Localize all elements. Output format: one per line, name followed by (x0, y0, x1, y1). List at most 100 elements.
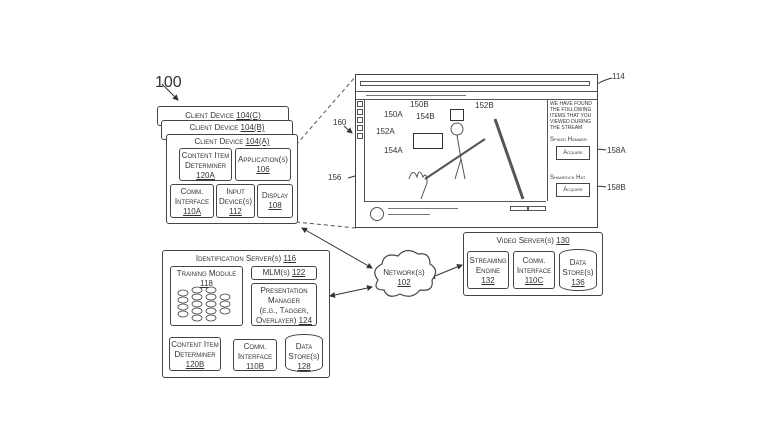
toolbar-button[interactable] (357, 133, 363, 139)
ref-152b: 152B (475, 101, 494, 110)
toolbar-button[interactable] (357, 117, 363, 123)
content-item-determiner-b: Content Item Determiner 120B (169, 337, 221, 371)
toolbar-button[interactable] (357, 101, 363, 107)
data-store-128: Data Store(s) 128 (285, 334, 323, 372)
ref-156: 156 (328, 173, 342, 182)
acquire-button-158b[interactable]: Acquire (556, 183, 590, 197)
toolbar-divider (356, 91, 597, 92)
client-device-b-ref: 104(B) (240, 123, 265, 132)
id-server-ref: 116 (283, 254, 297, 263)
ref: 128 (297, 362, 311, 371)
comm-interface-b: Comm. Interface 110B (233, 339, 277, 371)
ref: 102 (397, 278, 411, 287)
label: Input Device(s) (218, 187, 253, 206)
avatar[interactable] (370, 207, 384, 221)
arrow-160 (343, 125, 353, 134)
arrow-idserver-network (329, 285, 373, 298)
leader-114 (596, 77, 613, 85)
video-area[interactable] (364, 99, 548, 201)
projection-line-top (295, 75, 357, 146)
network-cloud (374, 249, 437, 297)
training-module: Training Module 118 (170, 266, 243, 326)
label: Data Store(s) (562, 258, 594, 277)
projection-line-bottom (295, 221, 357, 229)
acquire-button-158a[interactable]: Acquire (556, 146, 590, 160)
streaming-engine: Streaming Engine 132 (467, 251, 509, 289)
content-item-determiner-a: Content Item Determiner 120A (179, 148, 232, 181)
label: Content Item Determiner (171, 340, 219, 359)
input-devices: Input Device(s) 112 (216, 184, 255, 218)
highlight-box-152b[interactable] (450, 109, 464, 121)
ref: 120A (196, 171, 215, 180)
game-scene (408, 118, 525, 200)
label: Network(s) (383, 268, 425, 277)
ref-158b: 158B (607, 183, 626, 192)
item-name-spiked-hammer: Spiked Hammer (550, 137, 587, 143)
ref-152a: 152A (376, 127, 395, 136)
stream-button[interactable] (528, 206, 546, 211)
arrow-client-network (301, 227, 373, 269)
client-device-a-title: Client Device (194, 137, 244, 146)
toolbar-button[interactable] (357, 109, 363, 115)
client-device-a-ref: 104(A) (245, 137, 270, 146)
client-device-c-ref: 104(C) (236, 111, 261, 120)
ref-114: 114 (612, 72, 625, 81)
address-bar[interactable] (360, 81, 590, 86)
label: MLM(s) (262, 268, 290, 277)
ref: 118 (200, 279, 213, 288)
ref: 106 (256, 165, 270, 174)
label: Application(s) (238, 155, 288, 164)
arrow-network-videoserver (429, 264, 463, 279)
highlight-box-152a[interactable] (413, 133, 443, 149)
network-label: Network(s) 102 (376, 268, 432, 288)
ref: 108 (268, 201, 282, 210)
label: Data Store(s) (288, 342, 320, 361)
ref: 110A (182, 207, 202, 216)
id-server-title: Identification Server(s) (195, 254, 282, 263)
side-panel-message: We have found the following items that y… (550, 101, 592, 131)
client-device-c-title: Client Device (185, 111, 235, 120)
video-server-ref: 130 (556, 236, 570, 245)
ref: 110C (524, 276, 544, 285)
data-store-136: Data Store(s) 136 (559, 249, 597, 291)
presentation-manager: Presentation Manager (e.g., Tagger, Over… (251, 283, 317, 326)
label: Display (261, 191, 289, 200)
sublabel: (e.g., Tagger, (259, 306, 309, 315)
ref-150b: 150B (410, 100, 429, 109)
label: Content Item Determiner (181, 151, 230, 170)
ref: 110B (245, 362, 265, 371)
ref: 132 (481, 276, 495, 285)
content-divider (356, 99, 597, 100)
stream-subtitle-line (388, 214, 430, 215)
neural-network-icon (177, 286, 231, 322)
comm-interface-a: Comm. Interface 110A (170, 184, 214, 218)
stream-button[interactable] (510, 206, 528, 211)
tab-lines (366, 95, 466, 96)
stream-title-line (388, 208, 458, 209)
display: Display 108 (257, 184, 293, 218)
ref-154b: 154B (416, 112, 435, 121)
arrow-100 (161, 83, 179, 101)
stream-info-bar (364, 201, 546, 228)
ref-160: 160 (333, 118, 347, 127)
label: Training Module (176, 269, 237, 278)
client-device-b-title: Client Device (189, 123, 239, 132)
ref: 120B (185, 360, 205, 369)
comm-interface-c: Comm. Interface 110C (513, 251, 555, 289)
figure-ref: 100 (155, 74, 182, 91)
applications: Application(s) 106 (235, 148, 291, 181)
ref-150a: 150A (384, 110, 403, 119)
ref: 122 (291, 268, 306, 277)
screen-window: We have found the following items that y… (355, 74, 598, 228)
label: Comm. Interface (237, 342, 273, 361)
mlm: MLM(s) 122 (251, 266, 317, 280)
ref-158a: 158A (607, 146, 626, 155)
side-toolbar (357, 101, 363, 141)
toolbar-button[interactable] (357, 125, 363, 131)
label: Comm. Interface (174, 187, 210, 206)
ref: 112 (229, 207, 242, 216)
label: Streaming Engine (469, 256, 507, 275)
ref: 136 (571, 278, 585, 287)
video-server-title: Video Server(s) (496, 236, 554, 245)
